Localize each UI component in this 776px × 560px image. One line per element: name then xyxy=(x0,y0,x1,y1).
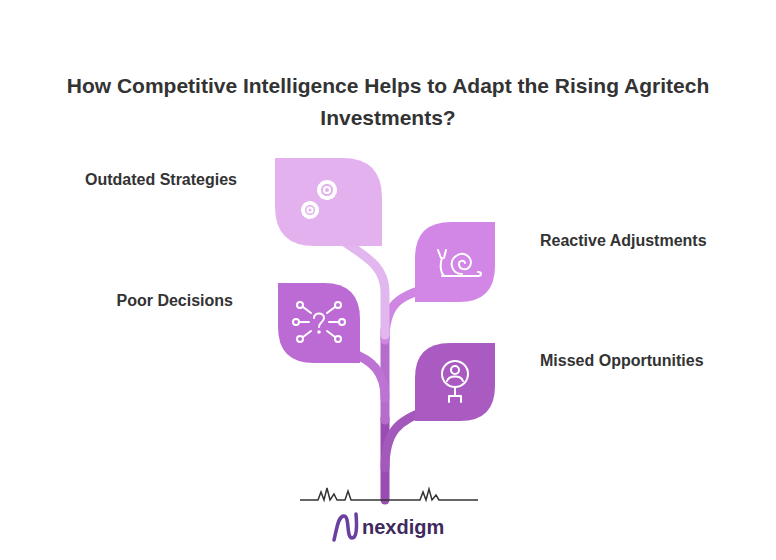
leaf-outline xyxy=(415,222,495,302)
diagram-title: How Competitive Intelligence Helps to Ad… xyxy=(15,70,761,134)
leaf-node: Outdated Strategies xyxy=(275,158,382,246)
leaf-label: Poor Decisions xyxy=(117,291,233,311)
leaf-label: Outdated Strategies xyxy=(85,170,237,190)
leaf-node: Reactive Adjustments xyxy=(415,222,495,302)
leaf-outline xyxy=(278,283,360,363)
brand-logo-text: nexdigm xyxy=(362,515,444,539)
leaf-node: Missed Opportunities xyxy=(415,343,495,421)
leaf-shape xyxy=(275,158,382,246)
ground-grass xyxy=(300,488,478,500)
leaf-label: Reactive Adjustments xyxy=(540,231,707,251)
leaf-node: Poor Decisions xyxy=(278,283,360,363)
leaf-label: Missed Opportunities xyxy=(540,351,704,371)
logo-mark xyxy=(334,514,357,540)
leaf-shape xyxy=(278,283,360,363)
leaf-outline xyxy=(415,343,495,421)
leaf-shape xyxy=(415,222,495,302)
leaf-outline xyxy=(275,158,382,246)
leaf-shape xyxy=(415,343,495,421)
